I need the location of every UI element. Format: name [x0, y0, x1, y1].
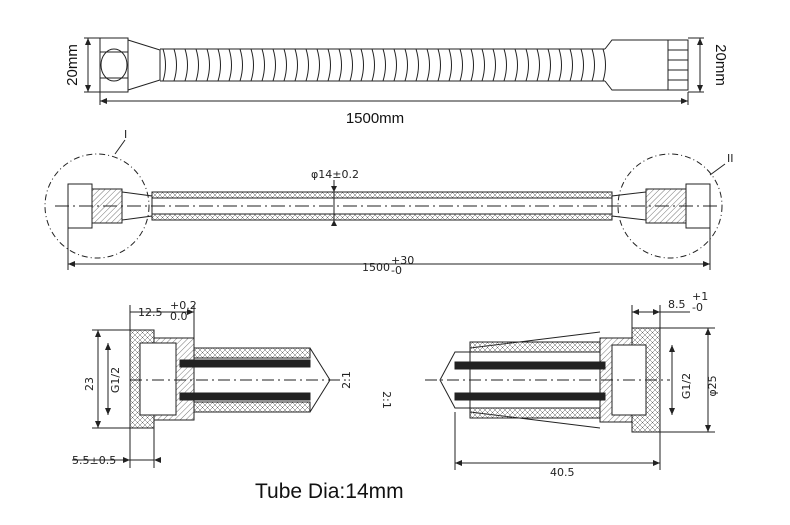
svg-text:+30: +30	[391, 254, 414, 267]
detail-marker-right: II	[727, 152, 734, 165]
corrugation-ridge	[503, 48, 507, 82]
detail-left-height-dim: 23	[83, 377, 96, 391]
corrugation-ridge	[404, 48, 408, 82]
corrugation-ridge	[514, 48, 518, 82]
corrugation-ridge	[426, 48, 430, 82]
corrugation-ridge	[294, 48, 298, 82]
corrugation-ridge	[492, 48, 496, 82]
svg-text:-0: -0	[692, 301, 703, 314]
detail-marker-left: I	[124, 128, 127, 141]
section-diameter-label: φ14±0.2	[311, 168, 359, 181]
hose-section-view	[44, 139, 726, 270]
corrugation-ridge	[558, 48, 562, 82]
corrugation-ridge	[569, 48, 573, 82]
detail-left-top-dim: 12.5 +0.2 0.0	[138, 299, 197, 323]
corrugation-ridge	[393, 48, 397, 82]
svg-text:1500: 1500	[362, 261, 390, 274]
corrugation-ridge	[415, 48, 419, 82]
detail-circle-left	[44, 153, 150, 259]
corrugation-ridge	[305, 48, 309, 82]
corrugation-ridge	[459, 48, 463, 82]
corrugation-ridge	[283, 48, 287, 82]
corrugation-ridge	[371, 48, 375, 82]
corrugation-ridge	[272, 48, 276, 82]
detail-left-view	[72, 305, 345, 468]
corrugation-ridge	[206, 48, 210, 82]
detail-circle-right	[617, 153, 723, 259]
detail-right-thread-label: G1/2	[680, 373, 693, 399]
corrugation-ridge	[261, 48, 265, 82]
corrugation-ridge	[338, 48, 342, 82]
corrugation-ridge	[327, 48, 331, 82]
corrugation-ridge	[591, 48, 595, 82]
corrugation-ridge	[448, 48, 452, 82]
corrugation-ridge	[481, 48, 485, 82]
detail-right-scale-label: 2:1	[380, 391, 393, 409]
svg-text:+0.2: +0.2	[170, 299, 197, 312]
hose-height-label-right: 20mm	[712, 44, 729, 86]
corrugation-ridge	[228, 48, 232, 82]
detail-right-view	[425, 305, 715, 470]
corrugation-ridge	[217, 48, 221, 82]
corrugation-ridge	[250, 48, 254, 82]
hose-height-label-left: 20mm	[64, 44, 81, 86]
section-length-label: 1500 +30 -0	[362, 254, 414, 277]
detail-left-thread-label: G1/2	[109, 367, 122, 393]
svg-text:12.5: 12.5	[138, 306, 163, 319]
corrugation-ridge	[536, 48, 540, 82]
corrugation-ridge	[470, 48, 474, 82]
detail-right-top-dim: 8.5 +1 -0	[668, 290, 708, 314]
detail-right-diameter-label: φ25	[706, 375, 719, 396]
right-cone	[604, 39, 669, 91]
right-fitting	[667, 39, 689, 91]
corrugation-ridge	[316, 48, 320, 82]
corrugation-ridge	[437, 48, 441, 82]
corrugation-ridge	[239, 48, 243, 82]
hose-outline-view	[84, 37, 704, 105]
corrugation-ridge	[349, 48, 353, 82]
corrugation-ridge	[580, 48, 584, 82]
svg-text:+1: +1	[692, 290, 708, 303]
tube-diameter-caption: Tube Dia:14mm	[255, 480, 404, 503]
corrugation-ridge	[162, 48, 166, 82]
detail-right-bottom-dim: 40.5	[550, 466, 575, 479]
hose-length-label: 1500mm	[346, 110, 404, 127]
hose-corrugation	[162, 48, 606, 82]
svg-text:8.5: 8.5	[668, 298, 686, 311]
svg-text:0.0: 0.0	[170, 310, 188, 323]
corrugation-ridge	[195, 48, 199, 82]
left-cone	[127, 39, 161, 91]
corrugation-ridge	[382, 48, 386, 82]
corrugation-ridge	[173, 48, 177, 82]
corrugation-ridge	[547, 48, 551, 82]
detail-left-scale-label: 2:1	[340, 371, 353, 389]
corrugation-ridge	[360, 48, 364, 82]
corrugation-ridge	[184, 48, 188, 82]
corrugation-ridge	[525, 48, 529, 82]
detail-left-bottom-dim: 5.5±0.5	[72, 454, 116, 467]
left-nut	[99, 37, 129, 93]
svg-text:-0: -0	[391, 264, 402, 277]
corrugation-ridge	[602, 48, 606, 82]
